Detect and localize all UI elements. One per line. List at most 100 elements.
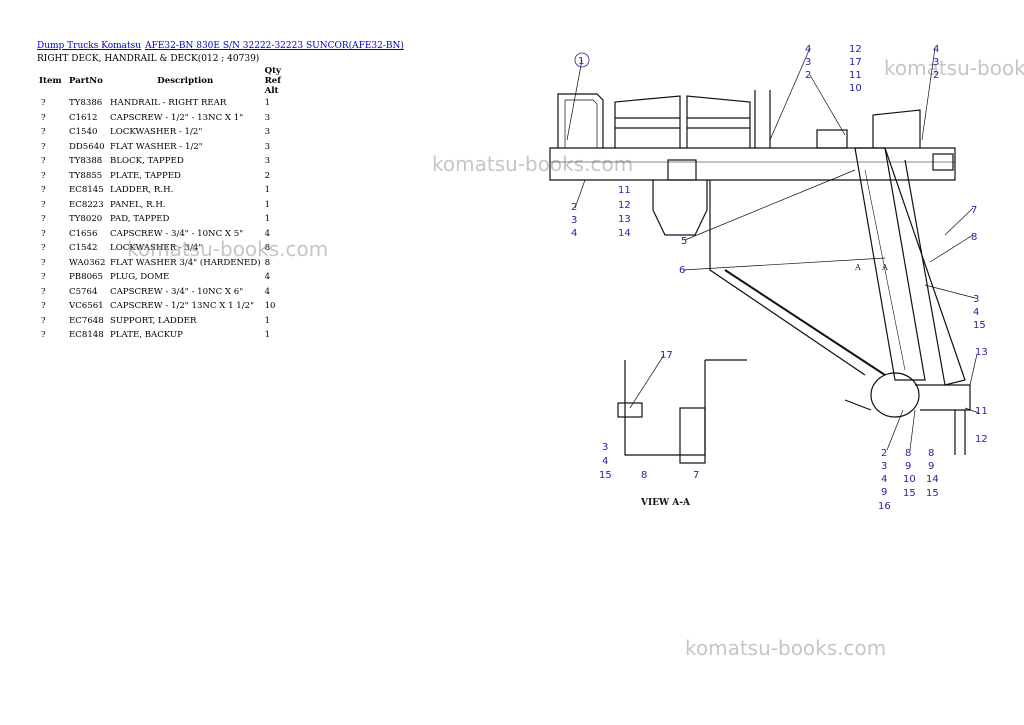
callout: 4 bbox=[805, 44, 811, 55]
cell-description: LOCKWASHER - 3/4" bbox=[110, 243, 203, 254]
callout: 9 bbox=[881, 487, 887, 498]
cell-description: HANDRAIL - RIGHT REAR bbox=[110, 98, 227, 109]
deck-box bbox=[816, 129, 848, 149]
cell-qty: 4 bbox=[264, 272, 271, 283]
cell-item: ? bbox=[41, 330, 46, 341]
view-block bbox=[679, 407, 706, 464]
cell-item: ? bbox=[41, 156, 46, 167]
cell-partno: EC7648 bbox=[69, 315, 104, 326]
callout: 15 bbox=[599, 470, 612, 481]
leader-lines bbox=[566, 47, 980, 451]
col-item: Item bbox=[39, 76, 62, 86]
deck-panel-right bbox=[686, 95, 751, 148]
callout: 7 bbox=[693, 470, 699, 481]
cell-partno: WA0362 bbox=[69, 257, 106, 268]
cell-partno: TY8386 bbox=[69, 98, 103, 109]
parts-table: Item PartNo Description Qty Ref Alt ?TY8… bbox=[37, 66, 283, 343]
cell-description: PLATE, BACKUP bbox=[110, 330, 183, 341]
cell-item: ? bbox=[41, 228, 46, 239]
breadcrumb-link-category[interactable]: Dump Trucks Komatsu bbox=[37, 41, 142, 51]
cell-partno: C1542 bbox=[69, 243, 98, 254]
breadcrumb-link-model[interactable]: AFE32-BN 830E S/N 32222-32223 SUNCOR(AFE… bbox=[145, 41, 404, 51]
deck-box-right bbox=[872, 109, 921, 148]
cell-qty: 1 bbox=[264, 199, 271, 210]
center-bracket bbox=[652, 180, 708, 236]
cell-qty: 4 bbox=[264, 286, 271, 297]
frame-edge-thick bbox=[724, 269, 886, 376]
watermark: komatsu-books.com bbox=[685, 636, 887, 660]
callout: 2 bbox=[571, 202, 577, 213]
cell-description: PLATE, TAPPED bbox=[110, 170, 181, 181]
callout: 13 bbox=[618, 214, 631, 225]
deck-panel-left bbox=[614, 95, 681, 148]
callout: 17 bbox=[660, 350, 673, 361]
cell-description: FLAT WASHER - 1/2" bbox=[110, 141, 203, 152]
ladder-rail bbox=[864, 169, 906, 371]
callout: 2 bbox=[805, 70, 811, 81]
cell-description: PANEL, R.H. bbox=[110, 199, 166, 210]
callout: 12 bbox=[849, 44, 862, 55]
cell-partno: VC6561 bbox=[69, 301, 104, 312]
cell-description: FLAT WASHER 3/4" (HARDENED) bbox=[110, 257, 261, 268]
callout: 4 bbox=[571, 228, 577, 239]
callout: 16 bbox=[878, 501, 891, 512]
cell-item: ? bbox=[41, 257, 46, 268]
cell-qty: 1 bbox=[264, 214, 271, 225]
ladder bbox=[854, 147, 926, 381]
callout: 3 bbox=[881, 461, 887, 472]
cell-description: BLOCK, TAPPED bbox=[110, 156, 184, 167]
col-qty: Qty Ref Alt bbox=[264, 66, 282, 96]
center-block bbox=[667, 159, 697, 181]
cell-item: ? bbox=[41, 272, 46, 283]
pivot-cylinder bbox=[870, 372, 920, 418]
callout: 11 bbox=[849, 70, 862, 81]
cell-qty: 2 bbox=[264, 170, 271, 181]
cell-description: LADDER, R.H. bbox=[110, 185, 174, 196]
view-label: VIEW A-A bbox=[640, 498, 691, 508]
callout: 10 bbox=[849, 83, 862, 94]
callout: 8 bbox=[928, 448, 934, 459]
callout: 4 bbox=[973, 307, 979, 318]
cell-partno: TY8020 bbox=[69, 214, 103, 225]
cell-partno: PB8065 bbox=[69, 272, 103, 283]
cell-item: ? bbox=[41, 286, 46, 297]
callout: 8 bbox=[905, 448, 911, 459]
callout: 1 bbox=[578, 56, 584, 67]
pivot-bolt bbox=[954, 410, 966, 455]
cell-partno: EC8223 bbox=[69, 199, 104, 210]
callout: 11 bbox=[618, 185, 631, 196]
callout: 3 bbox=[805, 57, 811, 68]
callout-labels: 1 2 3 4 5 6 7 8 4 3 2 12 17 11 10 4 3 2 … bbox=[571, 44, 988, 512]
callout: 4 bbox=[933, 44, 939, 55]
view-bolt bbox=[617, 402, 643, 418]
callout: 14 bbox=[618, 228, 631, 239]
table-row: ? TY8388 BLOCK, TAPPED 3 bbox=[37, 154, 283, 169]
cell-qty: 3 bbox=[264, 127, 271, 138]
cell-partno: TY8388 bbox=[69, 156, 103, 167]
cell-qty: 3 bbox=[264, 156, 271, 167]
callout: 8 bbox=[641, 470, 647, 481]
cell-partno: C1612 bbox=[69, 112, 98, 123]
callout: 17 bbox=[849, 57, 862, 68]
ladder-panel bbox=[884, 147, 966, 386]
callout: 4 bbox=[602, 456, 608, 467]
handrail-inner bbox=[564, 99, 598, 148]
parts-diagram: A A VIEW A-A 1 2 3 4 5 6 7 8 4 3 2 bbox=[549, 44, 988, 512]
section-mark: A bbox=[854, 263, 861, 272]
cell-item: ? bbox=[41, 315, 46, 326]
callout: 3 bbox=[602, 442, 608, 453]
cell-item: ? bbox=[41, 214, 46, 225]
callout: 13 bbox=[975, 347, 988, 358]
section-mark: A bbox=[881, 263, 888, 272]
frame-edge bbox=[709, 180, 866, 376]
callout: 15 bbox=[903, 488, 916, 499]
